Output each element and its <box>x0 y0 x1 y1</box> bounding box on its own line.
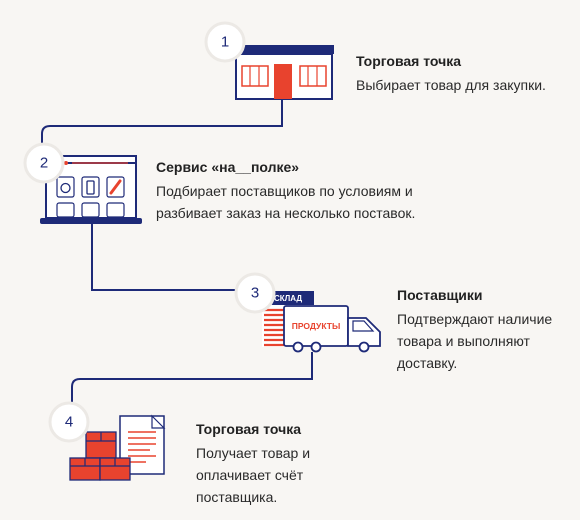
boxes-invoice-icon <box>69 414 166 481</box>
step-2-text: Сервис «на__полке» Подбирает поставщиков… <box>156 158 456 224</box>
warehouse-label: СКЛАД <box>274 294 302 303</box>
step-4-desc-line: оплачивает счёт <box>196 467 304 483</box>
step-3-badge: 3 <box>234 272 276 314</box>
step-1-badge: 1 <box>204 21 246 63</box>
step-4-number: 4 <box>65 414 73 431</box>
step-4-desc-line: Получает товар и <box>196 445 311 461</box>
step-2-number: 2 <box>40 155 48 172</box>
connector-1-2 <box>41 100 283 160</box>
step-1-number: 1 <box>221 34 229 51</box>
step-3-title: Поставщики <box>397 287 483 303</box>
step-2-desc-line: Подбирает поставщиков по условиям и <box>156 183 413 199</box>
step-1-desc-line: Выбирает товар для закупки. <box>356 77 546 93</box>
laptop-icon <box>40 155 142 224</box>
step-2-badge: 2 <box>23 142 65 184</box>
step-3-desc-line: Подтверждают наличие <box>397 311 553 327</box>
step-4-text: Торговая точка Получает товар и оплачива… <box>196 420 371 508</box>
step-4-title: Торговая точка <box>196 421 302 437</box>
step-2-title: Сервис «на__полке» <box>156 159 300 175</box>
step-3-desc-line: товара и выполняют <box>397 333 530 349</box>
connector-2-3 <box>91 222 240 291</box>
store-icon <box>234 45 334 100</box>
truck-icon: СКЛАД ПРОДУКТЫ <box>262 291 381 353</box>
products-label: ПРОДУКТЫ <box>292 321 341 331</box>
step-3-text: Поставщики Подтверждают наличие товара и… <box>397 286 572 374</box>
step-3-number: 3 <box>251 285 259 302</box>
step-2-desc-line: разбивает заказ на несколько поставок. <box>156 205 416 221</box>
step-1-text: Торговая точка Выбирает товар для закупк… <box>356 52 566 96</box>
connector-3-4 <box>71 352 313 405</box>
step-4-desc-line: поставщика. <box>196 489 278 505</box>
step-3-desc-line: доставку. <box>397 355 458 371</box>
step-1-title: Торговая точка <box>356 53 462 69</box>
step-4-badge: 4 <box>48 401 90 443</box>
